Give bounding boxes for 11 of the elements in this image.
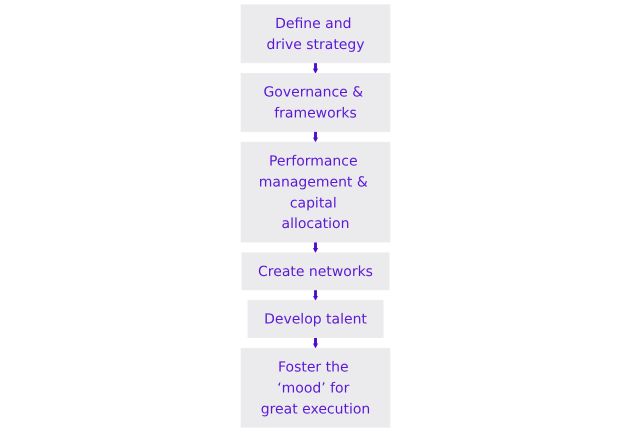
node-box: Create networks bbox=[241, 252, 390, 290]
arrow bbox=[312, 289, 318, 301]
arrow bbox=[312, 337, 318, 348]
arrow bbox=[312, 242, 318, 253]
arrow bbox=[312, 62, 318, 74]
node-box: Develop talent bbox=[248, 300, 384, 338]
node-box: Define and drive strategy bbox=[240, 4, 390, 64]
node-box: Governance & frameworks bbox=[240, 73, 390, 132]
node-box: Performance management & capital allocation bbox=[240, 142, 390, 242]
arrow bbox=[312, 131, 318, 142]
node-box: Foster the ‘mood’ for great execution bbox=[240, 348, 390, 428]
